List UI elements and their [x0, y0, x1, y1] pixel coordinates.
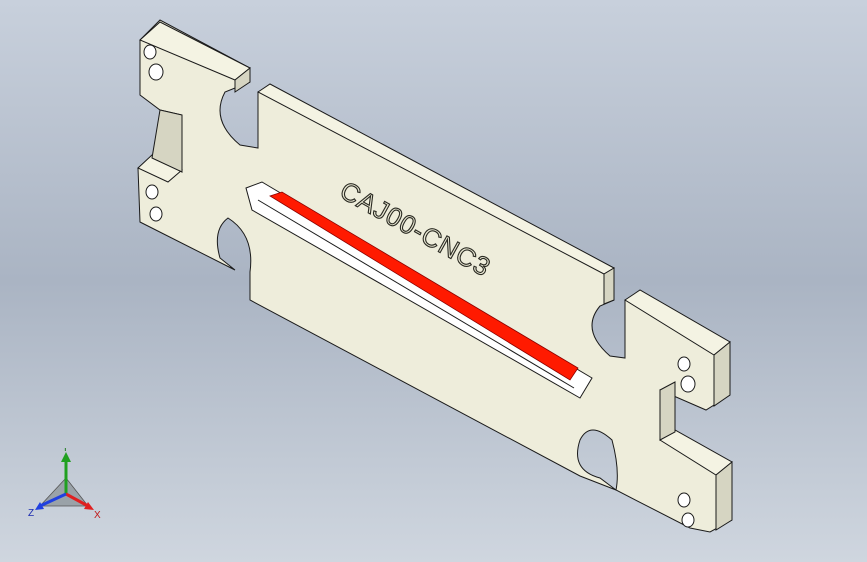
left-upper-boss-side[interactable]: [234, 66, 251, 93]
slot-groove[interactable]: [245, 181, 593, 399]
left-notch-side: [151, 109, 183, 173]
hole-tl-2: [148, 63, 164, 81]
right-notch-side: [659, 381, 676, 441]
slot-groove-inner: [257, 199, 575, 389]
hole-br-1: [677, 492, 691, 508]
highlighted-slot-face[interactable]: [269, 191, 579, 381]
coordinate-triad[interactable]: Y X Z: [26, 448, 106, 522]
hole-tr-1: [677, 356, 691, 372]
z-axis-arrow: [35, 502, 44, 510]
hole-bl-2: [149, 206, 163, 222]
right-lower-boss-side[interactable]: [715, 460, 733, 531]
hole-tr-2: [680, 375, 696, 393]
mounting-holes: [143, 44, 696, 528]
hole-br-2: [681, 512, 695, 528]
triad-y-label: Y: [62, 448, 69, 454]
z-axis-line: [39, 492, 67, 508]
x-axis-line: [65, 492, 89, 508]
raised-ridge-side[interactable]: [603, 267, 615, 305]
hole-bl-1: [145, 184, 159, 200]
triad-x-label: X: [94, 510, 101, 521]
y-axis-arrow: [61, 452, 71, 462]
right-upper-boss-side[interactable]: [713, 340, 731, 407]
hole-tl-1: [143, 44, 157, 60]
plate-top-face[interactable]: [137, 19, 733, 533]
x-axis-arrow: [84, 502, 94, 510]
triad-z-label: Z: [28, 508, 34, 519]
